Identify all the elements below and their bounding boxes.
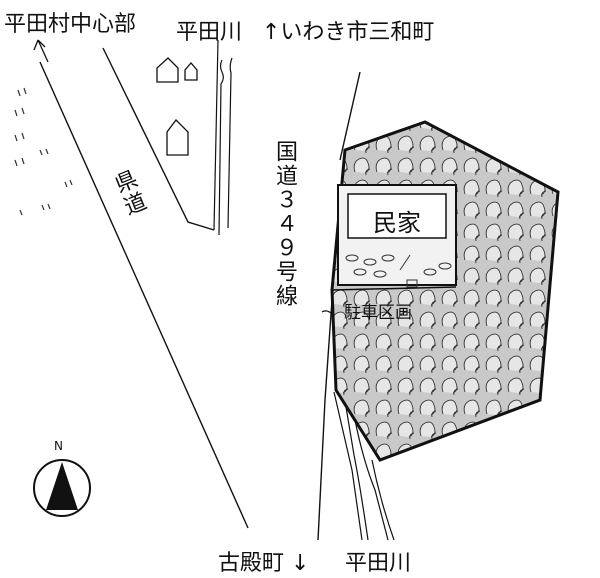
parking-divider — [331, 286, 457, 291]
river-upper — [213, 39, 233, 236]
label-furudono: 古殿町 ↓ — [218, 551, 310, 576]
national-route-349 — [317, 71, 361, 541]
north-compass-icon — [33, 459, 91, 517]
parking-pointer — [321, 310, 333, 315]
label-north: N — [54, 439, 63, 453]
river-lower — [333, 391, 395, 541]
label-parking: 駐車区画 — [344, 303, 412, 323]
grass-marks — [14, 87, 73, 216]
prefectural-road — [39, 47, 249, 529]
house-icons — [156, 57, 198, 156]
label-iwaki: ↑いわき市三和町 — [262, 20, 435, 45]
label-national-route: 国道３４９号線 — [272, 140, 297, 308]
arrow-to-village-center — [33, 39, 49, 63]
label-river-top: 平田川 — [176, 20, 243, 45]
label-house: 民家 — [373, 209, 421, 237]
forest-area — [330, 120, 560, 462]
label-village-center: 平田村中心部 — [4, 12, 137, 37]
label-river-bottom: 平田川 — [345, 551, 412, 576]
